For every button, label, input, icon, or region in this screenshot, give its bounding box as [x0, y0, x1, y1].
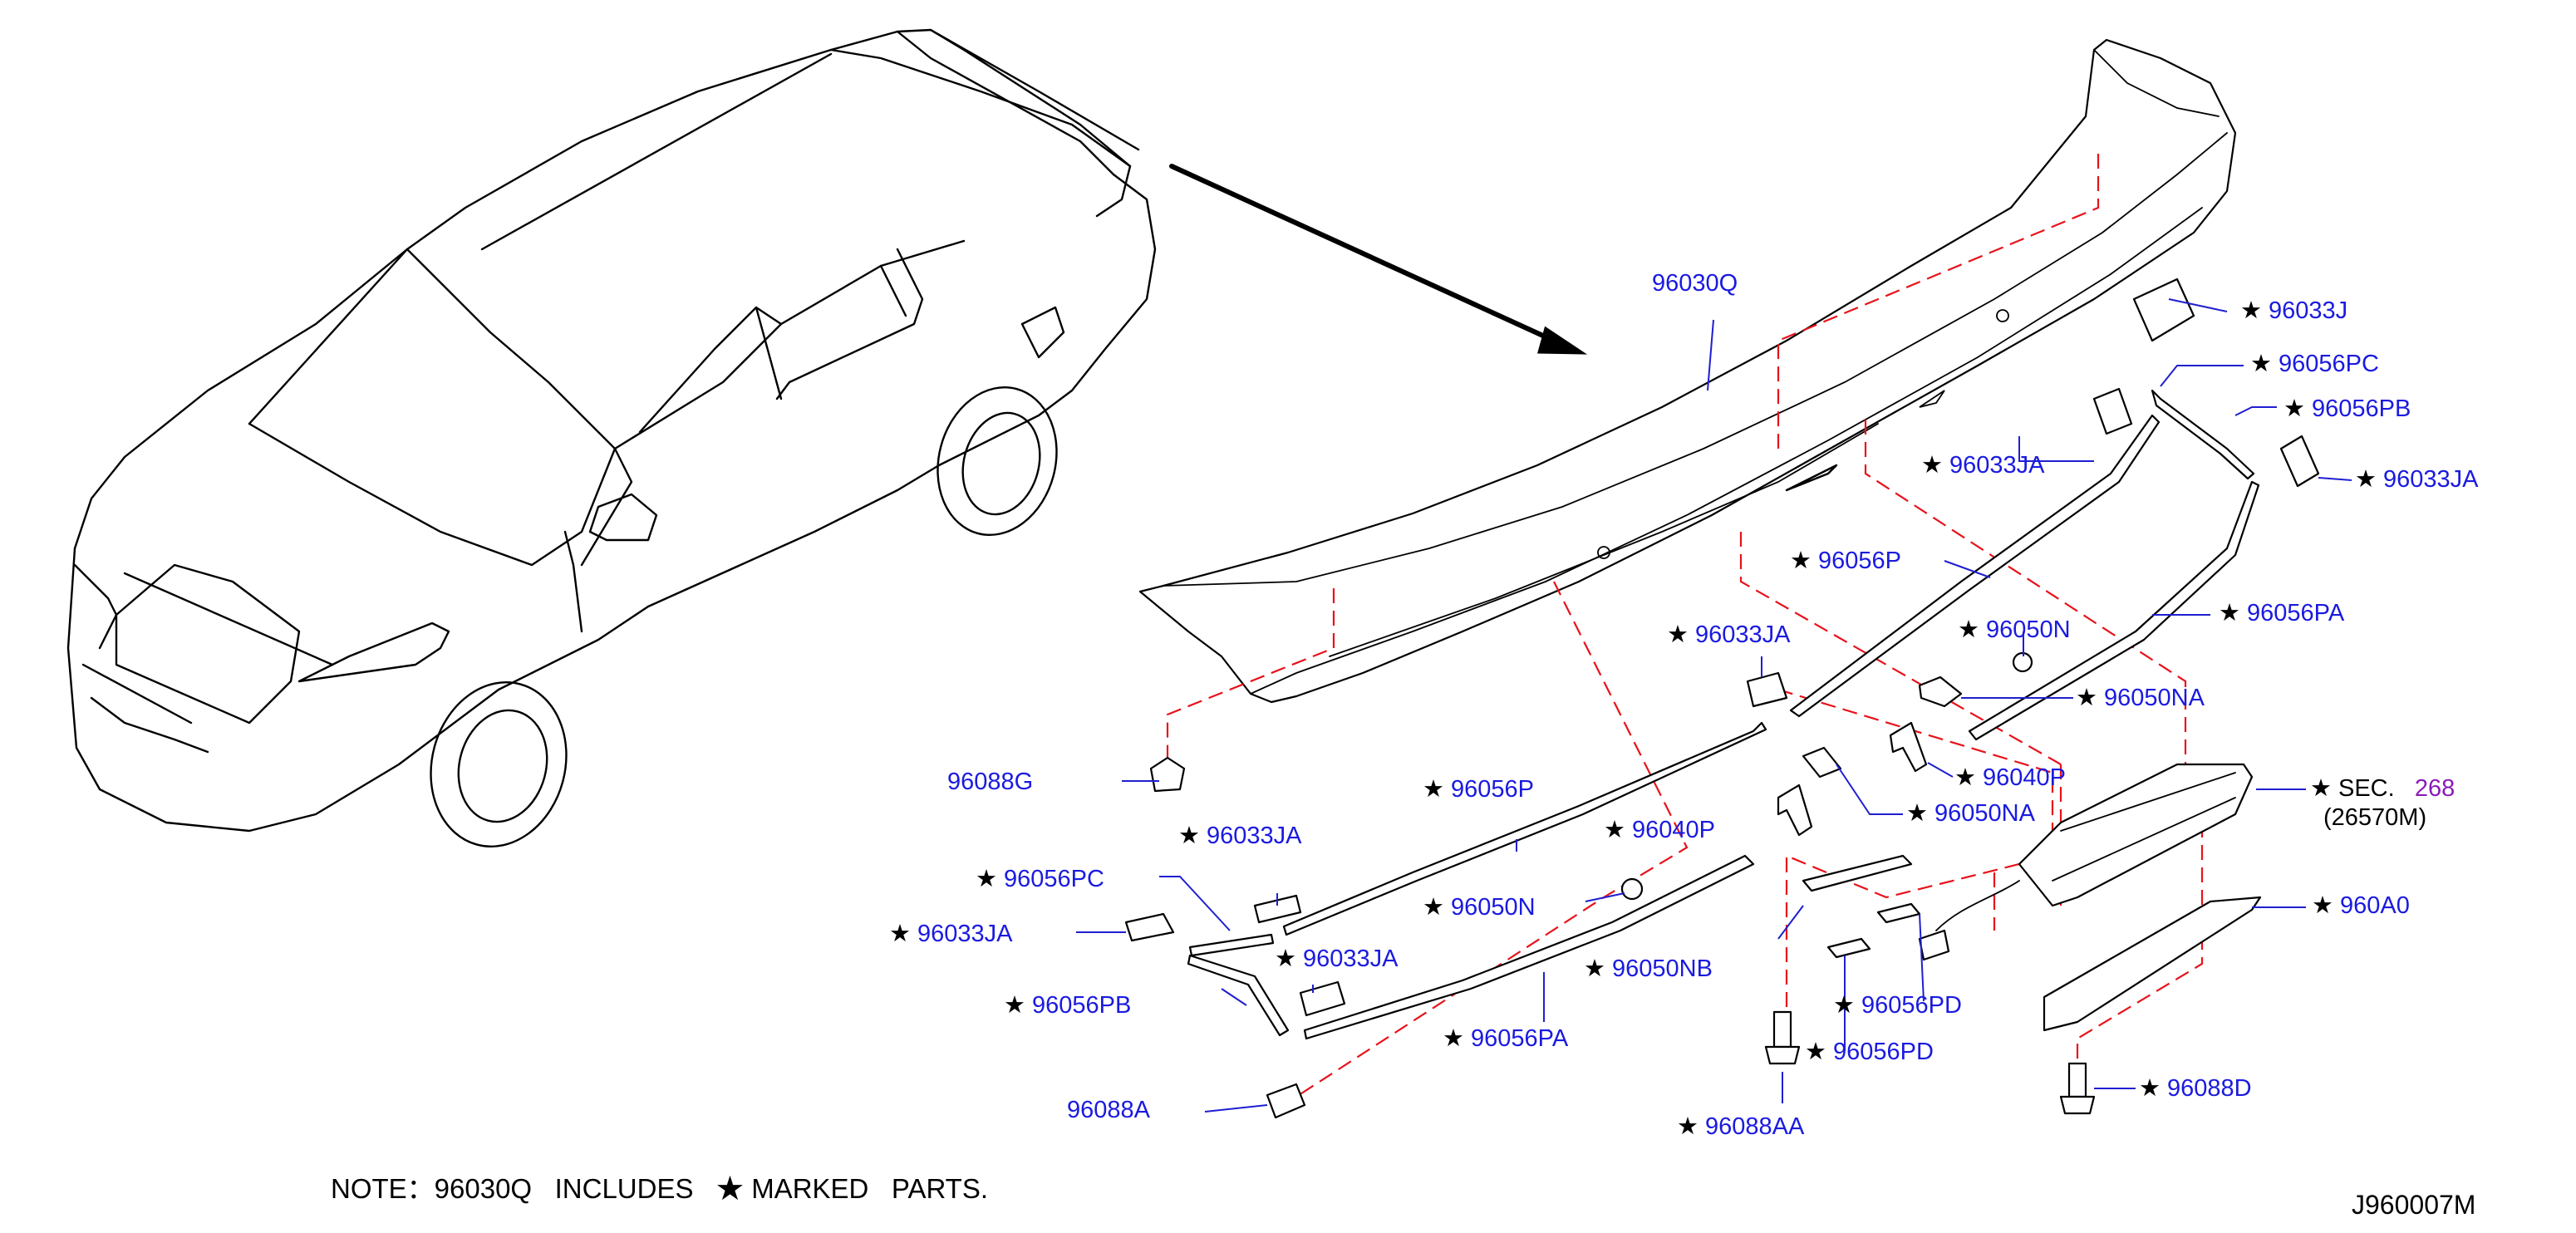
label-96033JA-left-3: ★96033JA: [1275, 946, 1399, 972]
trim-strips: [1187, 389, 2260, 1040]
label-96050NB: ★96050NB: [1584, 955, 1713, 982]
label-96033J: ★96033J: [2240, 297, 2348, 324]
drawing-code: J960007M: [2352, 1190, 2476, 1220]
label-96088AA: ★96088AA: [1677, 1113, 1805, 1140]
label-96040P-left: ★96040P: [1604, 817, 1715, 843]
label-96056PC-right: ★96056PC: [2250, 351, 2379, 377]
label-96030Q: 96030Q: [1652, 270, 1738, 297]
label-96033JA-right-2: ★96033JA: [2355, 466, 2479, 493]
label-96050N-right: ★96050N: [1958, 616, 2071, 643]
label-96033JA-left-1: ★96033JA: [1178, 823, 1302, 849]
clips-brackets: [1620, 651, 2033, 901]
label-96056PB-right: ★96056PB: [2283, 395, 2411, 422]
note-text: NOTE：96030Q INCLUDES ★ MARKED PARTS.: [331, 1173, 989, 1204]
label-96056PC-left: ★96056PC: [976, 866, 1104, 892]
label-96056PB-left: ★96056PB: [1004, 992, 1132, 1019]
label-96033JA-middle: ★96033JA: [1667, 621, 1791, 648]
label-96088D: ★96088D: [2139, 1075, 2252, 1102]
tape-pads: [1124, 278, 2320, 1017]
label-96033JA-right-1: ★96033JA: [1921, 452, 2045, 479]
label-96056P-right: ★96056P: [1790, 548, 1901, 574]
label-96033JA-left-2: ★96033JA: [889, 921, 1013, 947]
section-link-268[interactable]: 268: [2414, 775, 2456, 802]
label-96056P-left: ★96056P: [1423, 776, 1534, 803]
label-96056PD-1: ★96056PD: [1833, 992, 1962, 1019]
label-96040P-right: ★96040P: [1954, 764, 2066, 791]
label-96088G: 96088G: [947, 769, 1034, 795]
section-reference-sub: (26570M): [2323, 804, 2427, 831]
label-96050NA-right: ★96050NA: [2076, 685, 2205, 711]
label-96056PA-right: ★96056PA: [2219, 600, 2345, 626]
label-960A0: ★960A0: [2312, 892, 2410, 919]
label-96088A: 96088A: [1067, 1097, 1150, 1123]
dashed-guides: [1166, 154, 2204, 1098]
fasteners: [1149, 756, 2096, 1119]
direction-arrow: [1169, 164, 1588, 355]
car-illustration: [66, 28, 1157, 847]
label-96050N-left: ★96050N: [1423, 894, 1536, 921]
stop-lamp-assembly: [1918, 763, 2262, 1032]
label-96056PA-left: ★96056PA: [1443, 1025, 1569, 1052]
leader-lines: [1076, 298, 2352, 1113]
spoiler-96030Q: [1138, 38, 2237, 704]
section-reference[interactable]: ★SEC. 268: [2310, 775, 2456, 802]
label-96050NA-middle: ★96050NA: [1906, 800, 2035, 827]
label-96056PD-2: ★96056PD: [1805, 1039, 1934, 1065]
